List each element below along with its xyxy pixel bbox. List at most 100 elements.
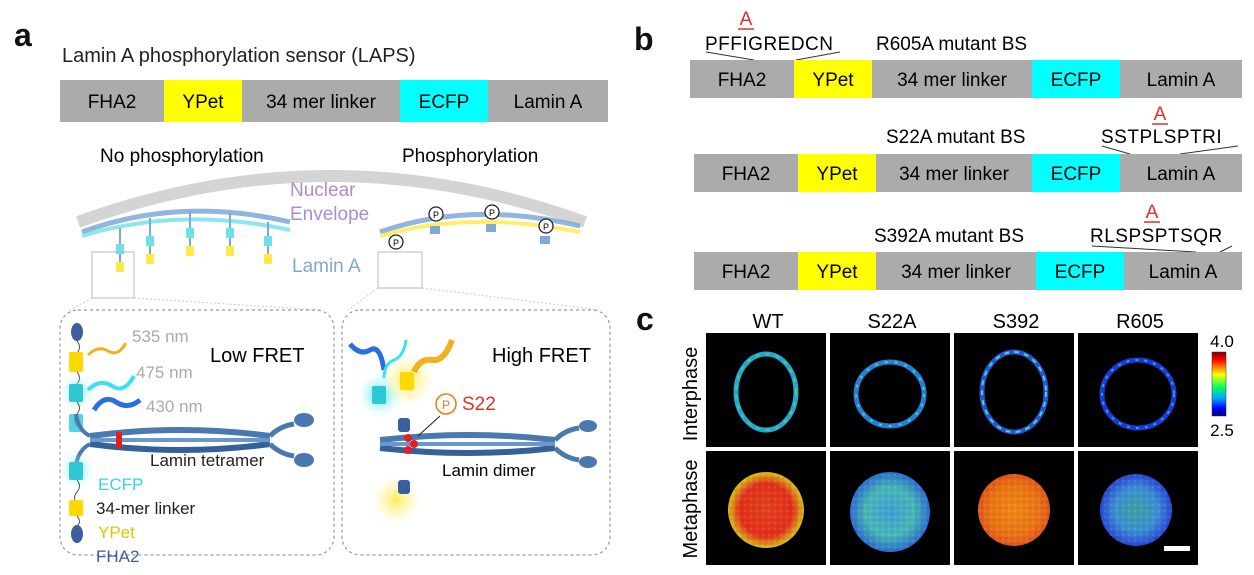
ypet-bead-high [400,372,414,390]
metaphase-row [706,451,1198,565]
interphase-s22a [830,333,950,447]
construct-bar-a: FHA2 YPet 34 mer linker ECFP Lamin A [60,80,608,122]
emission-475-arrow [86,374,136,392]
phospho-mark-2: P [433,210,439,220]
mutant-name-r605: R605A mutant BS [876,34,1027,55]
low-fret-box: Low FRET 535 nm 475 nm 430 nm [59,309,335,566]
row-metaphase: Metaphase [680,460,702,559]
r605-ecfp: ECFP [1051,70,1102,91]
segment-lamin-a [488,80,608,122]
segment-ypet [164,80,242,122]
emission-535-arrow [86,342,128,357]
interphase-row [706,333,1198,447]
segment-ecfp-label: ECFP [419,92,470,113]
s22-linker: 34 mer linker [899,164,1009,185]
high-fret-border [341,309,611,556]
ecfp-bead-top [69,384,83,402]
panel-b: b A PFFIGREDCN R605A mutant BS FHA2 YPet… [634,9,1242,290]
fha2-bead-bottom [71,525,83,543]
s22-ypet: YPet [816,164,858,185]
emission-yellow-arrow-high [411,338,455,374]
lamin-filament-left-2 [81,217,291,238]
s22-pointer [417,415,441,437]
lamin-dimer-label: Lamin dimer [442,461,536,480]
fha2-bead-top [71,323,83,341]
mutation-letter-r605: A [740,9,753,30]
lamin-tetramer-label: Lamin tetramer [150,451,265,470]
s392-linker: 34 mer linker [901,262,1011,283]
segment-fha2 [60,80,164,122]
phospho-marks-right: P P P P [388,204,554,250]
lamin-a-label: Lamin A [292,256,361,277]
wavelength-475: 475 nm [136,363,193,382]
high-fret-box: High FRET [341,309,611,556]
segment-ypet-label: YPet [182,92,224,113]
ecfp-bead-high [372,386,386,404]
s392-ecfp: ECFP [1055,262,1106,283]
panel-c-letter: c [636,301,654,337]
panel-c: c WT S22A S392 R605 Interphase Metaphase [636,301,1234,565]
s392-lamin-a: Lamin A [1149,262,1218,283]
panel-a-letter: a [14,17,32,53]
s22-ecfp: ECFP [1051,164,1102,185]
nuclear-label: Nuclear [290,180,356,201]
excitation-arrow-high [348,342,387,371]
mutant-s392a: A RLSPSPTSQR S392A mutant BS FHA2 YPet 3… [694,202,1242,290]
column-r605: R605 [1116,311,1164,333]
ypet-bead-bottom [69,500,83,516]
zoom-box-left [91,251,135,299]
colorbar: 4.0 2.5 [1210,332,1234,440]
column-wt: WT [752,311,783,333]
mutation-letter-s392: A [1146,202,1159,223]
no-phosphorylation-label: No phosphorylation [100,146,264,167]
colorbar-min: 2.5 [1210,421,1234,440]
r605-ypet: YPet [812,70,854,91]
panel-a: a Lamin A phosphorylation sensor (LAPS) … [14,17,611,566]
s22-lamin-a: Lamin A [1147,164,1216,185]
segment-ecfp [400,80,488,122]
scale-bar [1164,546,1190,551]
lamin-filament-right [379,211,581,235]
phospho-mark-3: P [489,208,495,218]
phospho-circle-s22 [435,393,457,415]
segment-linker-label: 34 mer linker [266,92,376,113]
legend-ypet: YPet [98,523,135,542]
row-interphase: Interphase [680,347,702,442]
s392-ypet: YPet [816,262,858,283]
mutant-name-s22: S22A mutant BS [886,127,1025,148]
column-s392: S392 [993,311,1040,333]
legend-ecfp: ECFP [98,475,143,494]
envelope-arc [75,170,588,228]
segment-lamin-a-label: Lamin A [514,92,583,113]
ypet-bead-top [69,352,83,372]
column-s22a: S22A [868,311,918,333]
s22-label: S22 [462,394,496,415]
lamin-filament-left [81,208,291,235]
envelope-label: Envelope [290,204,369,225]
phospho-mark-4: P [543,222,549,232]
nuclear-envelope-illustration: P P P P Nuclear Envelope Lamin A [69,170,601,311]
mutant-name-s392: S392A mutant BS [874,226,1024,247]
panel-b-letter: b [634,21,654,57]
emission-cyan-arrow-high [382,339,408,379]
mutant-r605a: A PFFIGREDCN R605A mutant BS FHA2 YPet 3… [690,9,1242,98]
colorbar-max: 4.0 [1210,332,1234,351]
r605-linker: 34 mer linker [897,70,1007,91]
ecfp-bead-bottom [69,462,83,480]
phospho-mark-s22: P [442,398,450,412]
low-fret-title: Low FRET [210,345,304,367]
sensor-dangles-left [116,210,272,272]
wavelength-535: 535 nm [132,327,189,346]
s22-fha2: FHA2 [722,164,771,185]
fha2-bead-high-bottom [398,480,410,494]
sequence-s392: RLSPSPTSQR [1090,226,1223,247]
excitation-430-arrow [91,396,142,412]
colorbar-gradient [1211,351,1227,417]
r605-lamin-a: Lamin A [1147,70,1216,91]
lamin-dimer-rod [379,420,597,468]
sensor-title: Lamin A phosphorylation sensor (LAPS) [62,45,416,67]
segment-fha2-label: FHA2 [88,92,137,113]
fha2-bead-high [398,418,410,432]
mutant-s22a: A SSTPLSPTRI S22A mutant BS FHA2 YPet 34… [694,104,1242,192]
